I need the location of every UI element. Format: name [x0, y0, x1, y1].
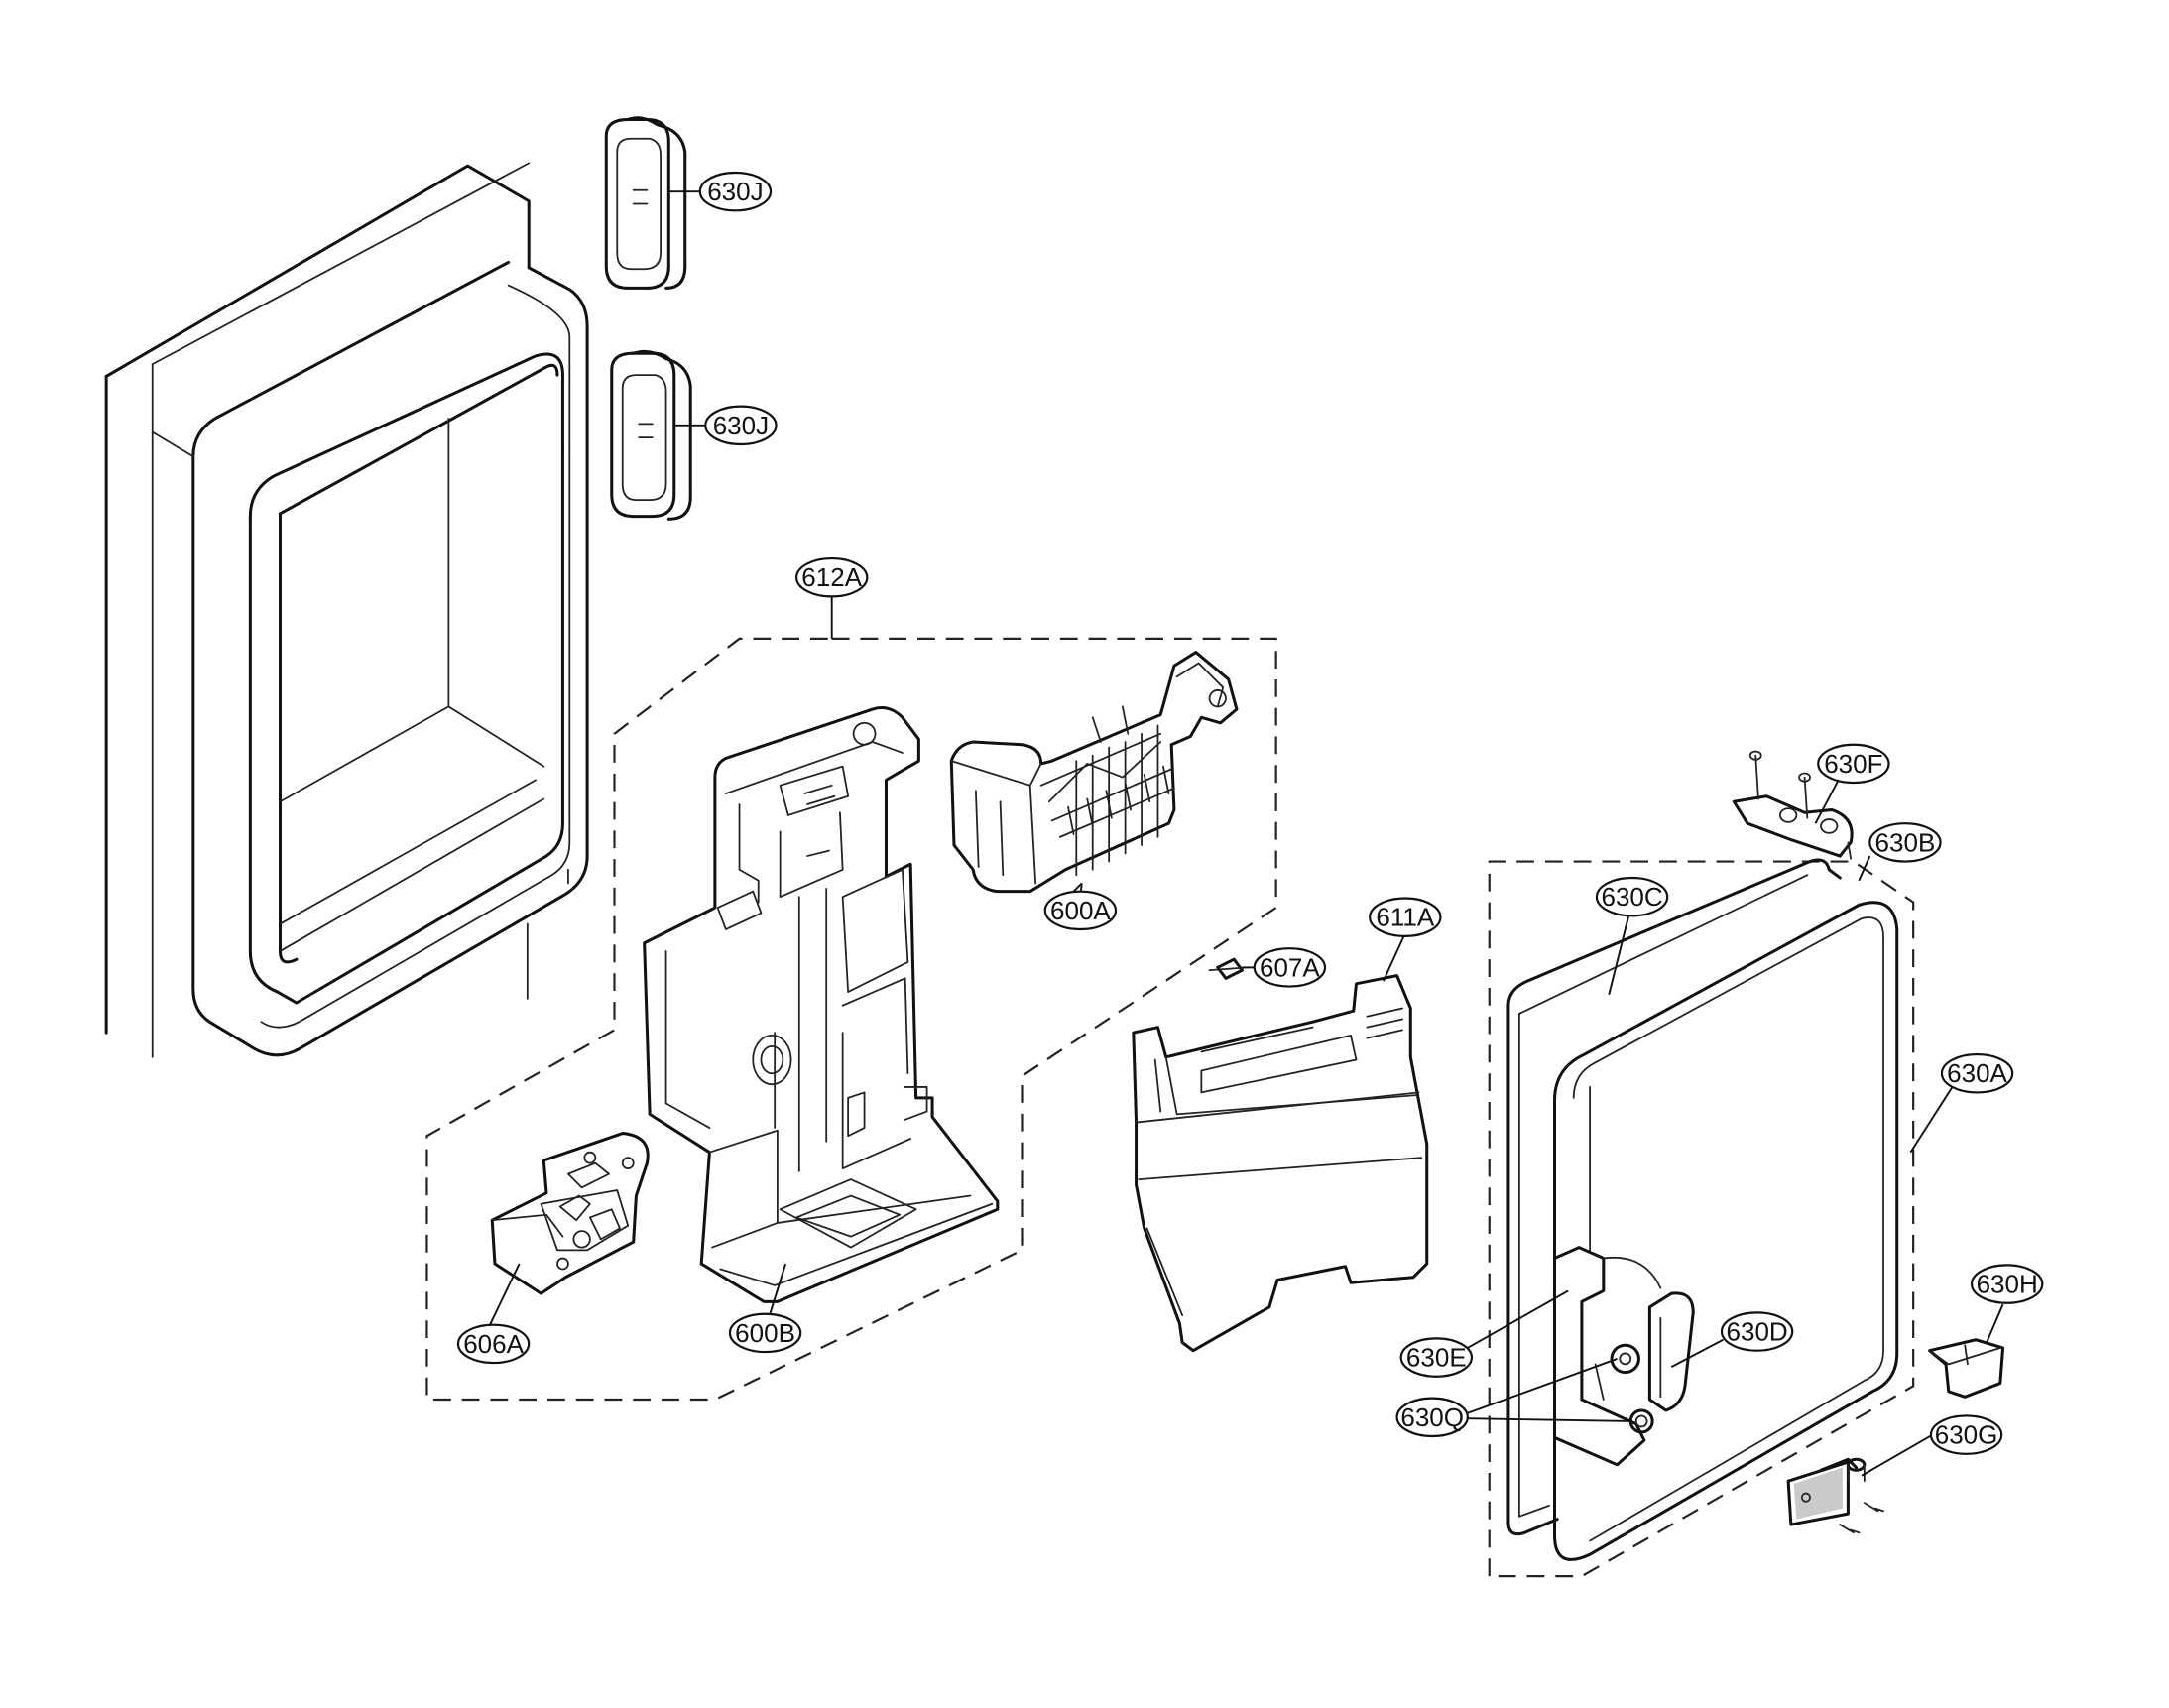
door-liner [104, 162, 589, 1058]
callout-607a: 607A [1253, 947, 1327, 988]
callout-630j-top-text: 630J [707, 177, 763, 206]
door-lever-area [1552, 1246, 1695, 1467]
callout-630a: 630A [1940, 1052, 2014, 1094]
callout-630f-text: 630F [1824, 749, 1882, 779]
callout-630a-text: 630A [1947, 1058, 2007, 1088]
callout-630f: 630F [1817, 743, 1890, 785]
callout-600b: 600B [728, 1312, 802, 1354]
callout-607a-text: 607A [1260, 952, 1320, 982]
door-gasket [1506, 858, 1842, 1536]
handle-top [604, 116, 687, 290]
handle-mid [610, 349, 692, 521]
callout-630c-text: 630C [1601, 882, 1662, 912]
dispenser-housing [643, 706, 1000, 1303]
group-612a-outline [425, 637, 1277, 1402]
callout-630e: 630E [1399, 1337, 1474, 1378]
callout-630j-top: 630J [698, 171, 773, 212]
callout-630e-text: 630E [1406, 1343, 1467, 1373]
callout-611a-text: 611A [1376, 903, 1434, 932]
callout-630b-text: 630B [1875, 827, 1936, 857]
ice-maker [949, 651, 1239, 894]
callout-630c: 630C [1595, 876, 1669, 917]
dispenser-cover [1132, 974, 1429, 1353]
callout-600a-text: 600A [1050, 896, 1111, 925]
callout-630b: 630B [1868, 822, 1942, 863]
callout-612a-text: 612A [801, 562, 862, 592]
callout-630g-text: 630G [1935, 1420, 1998, 1450]
screw-607a [1208, 957, 1249, 980]
callout-612a: 612A [794, 556, 869, 598]
callout-630j-mid: 630J [704, 405, 778, 446]
callout-600b-text: 600B [735, 1318, 795, 1348]
callout-630d-text: 630D [1727, 1317, 1788, 1347]
callout-630q: 630Q [1395, 1397, 1469, 1438]
callout-606a: 606A [456, 1323, 531, 1365]
lower-hinge-630g [1786, 1457, 1884, 1534]
group-630a-outline [1488, 860, 1915, 1578]
callout-606a-text: 606A [463, 1329, 524, 1359]
dispenser-motor [490, 1132, 650, 1295]
hinge-cap-630h [1928, 1338, 2005, 1399]
hinge-plate-630f [1732, 750, 1854, 860]
callout-611a: 611A [1369, 897, 1442, 937]
callout-630g: 630G [1929, 1414, 2003, 1455]
callout-630j-mid-text: 630J [713, 411, 769, 440]
callout-630d: 630D [1720, 1311, 1794, 1352]
callout-630h: 630H [1970, 1264, 2044, 1304]
door-panel [1552, 901, 1899, 1561]
callout-630q-text: 630Q [1400, 1403, 1464, 1432]
callout-600a: 600A [1043, 890, 1118, 931]
callout-630h-text: 630H [1977, 1270, 2038, 1299]
